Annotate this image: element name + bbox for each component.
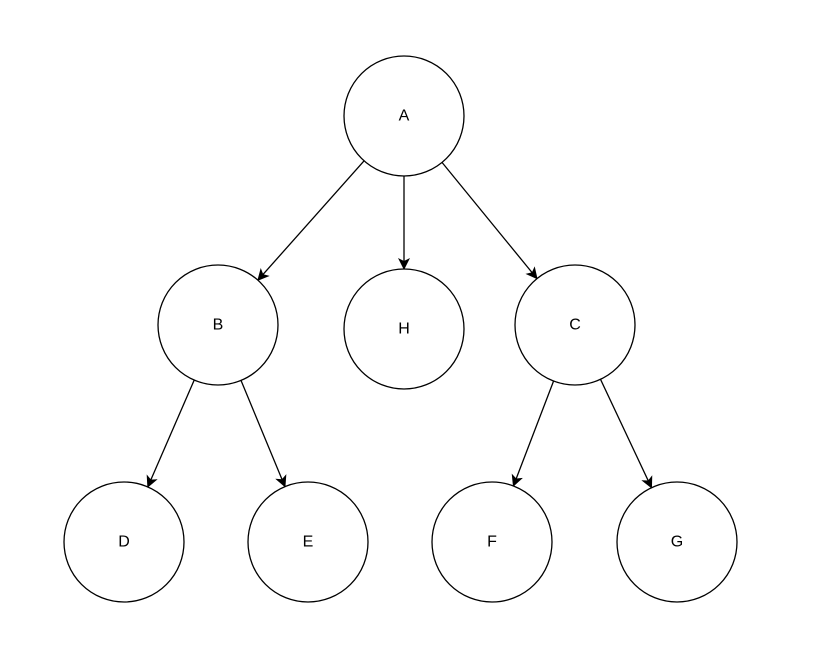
node-f: F (431, 481, 553, 603)
node-a: A (343, 55, 465, 177)
edge-a-b (257, 160, 365, 281)
edge-b-e (240, 380, 287, 488)
node-label-c: C (569, 317, 581, 334)
node-b: B (157, 264, 279, 386)
node-circle-d (63, 481, 185, 603)
node-circle-e (247, 481, 369, 603)
node-circle-f (431, 481, 553, 603)
node-h: H (343, 268, 465, 390)
node-label-h: H (398, 321, 410, 338)
node-label-b: B (213, 317, 224, 334)
node-label-g: G (671, 534, 683, 551)
node-label-d: D (118, 534, 130, 551)
edges (146, 160, 653, 489)
node-e: E (247, 481, 369, 603)
node-circle-c (514, 264, 636, 386)
node-g: G (616, 481, 738, 603)
node-circle-a (343, 55, 465, 177)
node-circle-g (616, 481, 738, 603)
edge-c-f (511, 380, 555, 487)
node-c: C (514, 264, 636, 386)
edge-a-c (441, 161, 538, 280)
edge-b-d (146, 379, 195, 488)
node-d: D (63, 481, 185, 603)
node-label-f: F (487, 534, 497, 551)
node-label-e: E (303, 534, 314, 551)
node-circle-h (343, 268, 465, 390)
node-label-a: A (399, 108, 410, 125)
edge-c-g (599, 379, 653, 489)
node-circle-b (157, 264, 279, 386)
nodes: A B H C D E F G (63, 55, 738, 603)
